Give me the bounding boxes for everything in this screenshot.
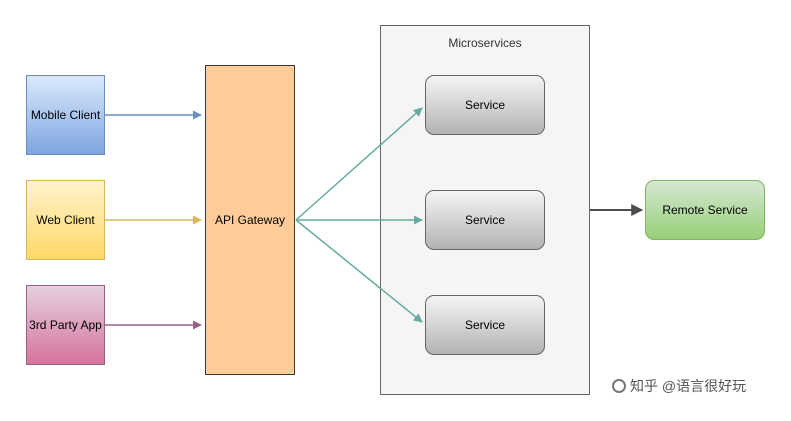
- api-gateway-node: API Gateway: [205, 65, 295, 375]
- microservices-title: Microservices: [448, 36, 522, 50]
- remote-service-label: Remote Service: [662, 203, 748, 217]
- watermark-text: 知乎 @语言很好玩: [630, 378, 747, 394]
- service-node-3: Service: [425, 295, 545, 355]
- service-label-1: Service: [464, 98, 505, 112]
- service-node-1: Service: [425, 75, 545, 135]
- watermark-icon: [612, 379, 626, 393]
- third-party-app-node: 3rd Party App: [26, 285, 105, 365]
- watermark: 知乎 @语言很好玩: [612, 376, 746, 396]
- remote-service-node: Remote Service: [645, 180, 765, 240]
- api-gateway-label: API Gateway: [214, 213, 286, 227]
- mobile-client-label: Mobile Client: [30, 108, 101, 122]
- service-label-3: Service: [464, 318, 505, 332]
- service-label-2: Service: [464, 213, 505, 227]
- edge-gateway-to-service-1: [295, 107, 423, 221]
- web-client-node: Web Client: [26, 180, 105, 260]
- service-node-2: Service: [425, 190, 545, 250]
- mobile-client-node: Mobile Client: [26, 75, 105, 155]
- third-party-app-label: 3rd Party App: [29, 318, 102, 332]
- edge-gateway-to-service-3: [295, 219, 423, 323]
- web-client-label: Web Client: [36, 213, 95, 227]
